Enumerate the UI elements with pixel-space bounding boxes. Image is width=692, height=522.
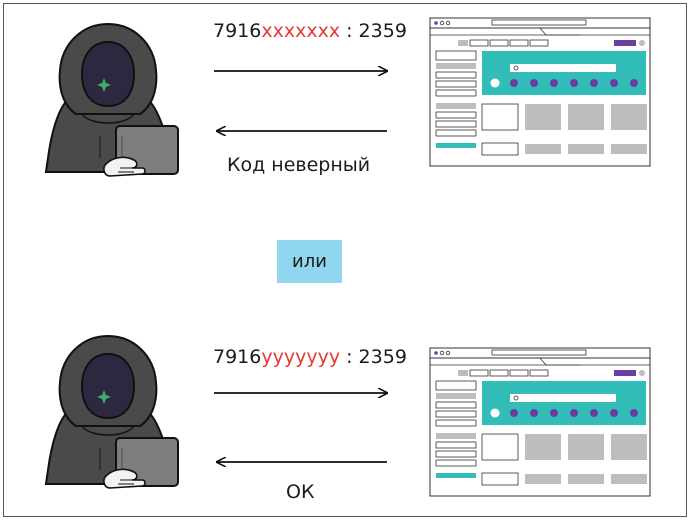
request-masked-digits: yyyyyyy bbox=[261, 346, 341, 368]
or-badge: или bbox=[277, 240, 342, 283]
request-label-top: 7916xxxxxxx : 2359 bbox=[213, 20, 407, 42]
hacker-figure-bottom bbox=[45, 335, 179, 489]
arrow-right-top bbox=[214, 64, 392, 78]
response-label-bottom: ОК bbox=[286, 481, 315, 503]
request-label-bottom: 7916yyyyyyy : 2359 bbox=[213, 346, 407, 368]
arrow-left-bottom bbox=[212, 455, 387, 469]
arrow-left-top bbox=[212, 124, 387, 138]
browser-window-bottom bbox=[429, 347, 651, 497]
browser-window-top bbox=[429, 17, 651, 167]
request-suffix: : 2359 bbox=[340, 20, 407, 42]
response-label-top: Код неверный bbox=[227, 154, 371, 176]
request-suffix: : 2359 bbox=[340, 346, 407, 368]
hacker-figure-top bbox=[45, 23, 179, 177]
arrow-right-bottom bbox=[214, 386, 392, 400]
request-prefix: 7916 bbox=[213, 20, 262, 42]
request-prefix: 7916 bbox=[213, 346, 262, 368]
request-masked-digits: xxxxxxx bbox=[261, 20, 341, 42]
